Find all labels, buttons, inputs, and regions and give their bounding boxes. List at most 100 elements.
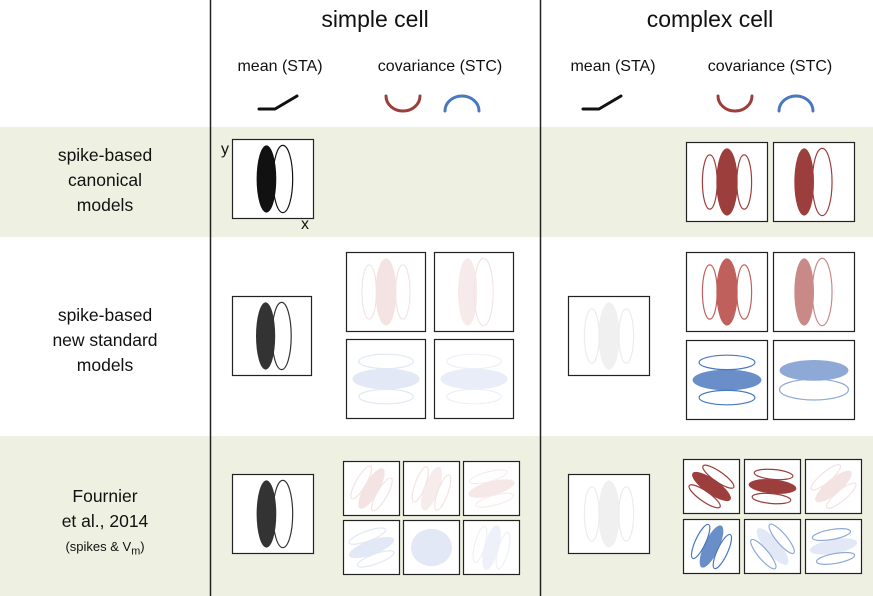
panel-fournier-complex-cov-2-subfield-0 xyxy=(748,479,797,494)
panel-canonical-complex-cov-2-frame xyxy=(772,141,856,223)
panel-newstd-complex-mean-subfield-0 xyxy=(598,302,620,370)
panel-newstd-simple-cov-4-subfield-0 xyxy=(440,368,508,390)
panel-canonical-complex-cov-2-subfield-1 xyxy=(811,147,833,217)
panel-newstd-simple-cov-2-subfield-0 xyxy=(458,258,478,326)
panel-canonical-complex-cov-1-subfield-0 xyxy=(716,148,738,216)
panel-newstd-complex-mean-subfield-1 xyxy=(583,308,600,364)
subheader-simple-mean: mean (STA) xyxy=(237,58,323,75)
panel-fournier-complex-cov-1 xyxy=(682,458,741,515)
panel-newstd-simple-cov-3-subfield-2 xyxy=(358,388,414,405)
panel-newstd-complex-cov-3-subfield-2 xyxy=(698,389,756,406)
panel-newstd-complex-cov-3-subfield-1 xyxy=(698,354,756,371)
panel-fournier-complex-cov-5-subfield-1 xyxy=(750,538,777,570)
panel-canonical-simple-mean-subfield-1 xyxy=(272,144,294,214)
panel-fournier-complex-mean-subfield-0 xyxy=(598,480,620,548)
panel-fournier-simple-cov-1 xyxy=(342,460,401,517)
panel-newstd-complex-cov-4 xyxy=(772,339,856,421)
panel-fournier-complex-cov-4-subfield-1 xyxy=(690,523,711,560)
panel-newstd-complex-cov-3 xyxy=(685,339,769,421)
panel-fournier-complex-cov-1-subfield-2 xyxy=(702,464,735,489)
panel-fournier-complex-cov-6-subfield-2 xyxy=(815,551,856,565)
panel-fournier-complex-cov-4-subfield-2 xyxy=(712,533,733,570)
panel-newstd-complex-cov-2-subfield-0 xyxy=(794,258,814,326)
panel-fournier-complex-cov-1-subfield-0 xyxy=(692,471,731,502)
panel-newstd-simple-cov-1-subfield-1 xyxy=(361,264,377,320)
simple-mean-nonlinearity-icon xyxy=(257,94,299,111)
panel-newstd-complex-cov-2 xyxy=(772,251,856,333)
panel-fournier-simple-mean xyxy=(231,473,315,555)
row-label-fournier: Fournier et al., 2014 (spikes & Vm) xyxy=(61,486,149,558)
panel-fournier-complex-cov-3-subfield-0 xyxy=(815,470,852,503)
panel-newstd-complex-cov-1-subfield-2 xyxy=(736,264,753,320)
panel-fournier-complex-cov-6 xyxy=(804,518,863,575)
panel-canonical-simple-mean-subfield-0 xyxy=(256,145,277,213)
row-label-new-standard: spike-based new standard models xyxy=(52,305,158,375)
panel-fournier-simple-cov-5 xyxy=(402,519,461,576)
complex-mean-nonlinearity-icon xyxy=(581,94,623,111)
panel-fournier-complex-cov-5-subfield-0 xyxy=(756,528,789,565)
panel-newstd-complex-cov-4-subfield-1 xyxy=(778,378,850,401)
panel-fournier-simple-cov-1-subfield-2 xyxy=(370,477,393,512)
panel-newstd-complex-cov-1-subfield-1 xyxy=(701,264,718,320)
panel-canonical-complex-cov-1-subfield-2 xyxy=(736,154,753,210)
header-simple-cell: simple cell xyxy=(321,6,429,32)
subheader-simple-cov: covariance (STC) xyxy=(377,58,503,75)
panel-fournier-complex-mean-subfield-1 xyxy=(583,486,600,542)
panel-newstd-complex-cov-4-subfield-0 xyxy=(779,360,849,381)
panel-newstd-simple-cov-1 xyxy=(345,251,427,333)
axis-label-y: y xyxy=(221,141,229,158)
panel-newstd-simple-cov-3 xyxy=(345,338,427,420)
panel-fournier-simple-cov-1-subfield-0 xyxy=(358,468,385,509)
panel-fournier-complex-cov-3-subfield-2 xyxy=(825,482,857,509)
panel-fournier-complex-mean-subfield-2 xyxy=(618,486,635,542)
panel-fournier-simple-cov-3-subfield-0 xyxy=(468,479,515,498)
panel-fournier-complex-cov-4 xyxy=(682,518,741,575)
panel-fournier-simple-cov-2 xyxy=(402,460,461,517)
panel-fournier-simple-cov-2-subfield-1 xyxy=(411,466,429,503)
panel-newstd-simple-mean-subfield-1 xyxy=(271,301,292,371)
axis-label-x: x xyxy=(301,216,309,233)
panel-fournier-complex-cov-1-subfield-1 xyxy=(688,484,721,509)
panel-canonical-complex-cov-1-subfield-1 xyxy=(701,154,718,210)
panel-newstd-complex-cov-2-subfield-1 xyxy=(811,257,833,327)
panel-canonical-complex-cov-2 xyxy=(772,141,856,223)
panel-fournier-simple-mean-subfield-0 xyxy=(256,480,277,548)
panel-fournier-simple-cov-2-subfield-0 xyxy=(420,466,443,511)
panel-fournier-simple-mean-subfield-1 xyxy=(272,479,294,549)
panel-newstd-simple-cov-4 xyxy=(433,338,515,420)
panel-newstd-simple-cov-3-subfield-1 xyxy=(358,353,414,370)
panel-fournier-complex-cov-6-subfield-1 xyxy=(811,528,852,542)
panel-newstd-complex-mean xyxy=(567,295,651,377)
panel-fournier-simple-cov-6-subfield-0 xyxy=(482,525,501,570)
panel-fournier-complex-cov-5 xyxy=(743,518,802,575)
panel-newstd-simple-cov-4-subfield-1 xyxy=(446,353,502,370)
panel-fournier-simple-cov-6-subfield-1 xyxy=(472,525,488,564)
panel-fournier-complex-cov-5-subfield-2 xyxy=(768,523,795,555)
panel-fournier-complex-mean xyxy=(567,473,651,555)
panel-fournier-simple-cov-6 xyxy=(462,519,521,576)
panel-newstd-simple-cov-2-subfield-1 xyxy=(473,257,494,327)
panel-fournier-simple-cov-6-subfield-2 xyxy=(495,531,511,570)
panel-fournier-simple-cov-3-subfield-2 xyxy=(475,492,514,508)
panel-newstd-complex-cov-1-subfield-0 xyxy=(716,258,738,326)
panel-canonical-complex-cov-1 xyxy=(685,141,769,223)
panel-newstd-complex-cov-2-frame xyxy=(772,251,856,333)
row-label-canonical: spike-based canonical models xyxy=(57,145,153,215)
panel-newstd-simple-cov-1-subfield-2 xyxy=(394,264,411,320)
complex-cov-arch-icon xyxy=(777,94,815,113)
panel-newstd-complex-mean-subfield-2 xyxy=(618,308,635,364)
panel-newstd-simple-cov-4-subfield-2 xyxy=(446,388,502,405)
panel-newstd-simple-cov-1-subfield-0 xyxy=(375,258,397,326)
panel-fournier-simple-cov-5-subfield-0 xyxy=(410,528,453,567)
panel-newstd-simple-cov-2 xyxy=(433,251,515,333)
panel-fournier-simple-cov-2-subfield-2 xyxy=(434,474,452,511)
simple-cov-arch-icon xyxy=(443,94,481,113)
panel-newstd-complex-cov-3-subfield-0 xyxy=(692,369,762,391)
panel-fournier-simple-cov-1-subfield-1 xyxy=(350,465,373,500)
panel-newstd-simple-mean-subfield-0 xyxy=(256,302,276,370)
panel-fournier-complex-cov-4-subfield-0 xyxy=(699,525,724,568)
panel-fournier-complex-cov-3 xyxy=(804,458,863,515)
panel-canonical-simple-mean xyxy=(231,138,315,220)
